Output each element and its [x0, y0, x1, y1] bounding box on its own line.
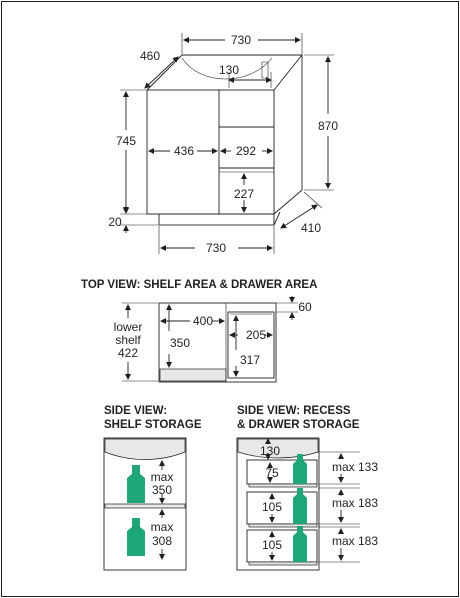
dim-top-60: 60 [298, 300, 312, 314]
front-view: 730 460 130 745 870 436 292 227 [108, 33, 338, 255]
cabinet-side [273, 55, 303, 215]
dim-drawer-1-max: max 133 [332, 460, 378, 474]
lower-max-value: 308 [152, 534, 172, 548]
shelf-board [104, 503, 186, 509]
plinth-side [273, 211, 281, 226]
dim-height-body: 745 [116, 134, 136, 148]
lower-max-label: max [151, 520, 174, 534]
lower-shelf-line2: shelf [115, 333, 141, 347]
side-shelf-title-1: SIDE VIEW: [104, 405, 167, 417]
top-view: TOP VIEW: SHELF AREA & DRAWER AREA 400 6… [81, 279, 317, 383]
plinth [158, 213, 275, 226]
dim-basin: 130 [219, 63, 239, 77]
side-drawer-basin [237, 438, 319, 459]
side-shelf-title-2: SHELF STORAGE [104, 419, 202, 431]
dim-width-bottom: 730 [206, 241, 226, 255]
lower-shelf-value: 422 [118, 346, 138, 360]
bottle-drawer-1 [293, 454, 307, 484]
upper-max-label: max [151, 470, 174, 484]
bottle-upper [127, 465, 145, 503]
side-drawer-title-1: SIDE VIEW: RECESS [237, 405, 351, 417]
basin-outline [181, 57, 273, 80]
dim-drawer-height: 227 [234, 187, 254, 201]
bottle-drawer-2 [293, 488, 307, 524]
top-view-outline [158, 302, 277, 383]
dim-depth: 460 [140, 49, 160, 63]
side-drawer-view: SIDE VIEW: RECESS & DRAWER STORAGE 130 7… [236, 405, 378, 571]
side-shelf-outline [103, 437, 187, 571]
dim-plinth: 20 [108, 215, 122, 229]
dim-drawer-2-inner: 105 [262, 500, 282, 514]
dim-drawer-2-max: max 183 [332, 496, 378, 510]
dim-top-drawer-width: 205 [246, 328, 266, 342]
dim-top-shelf-width: 400 [193, 314, 213, 328]
side-shelf-view: SIDE VIEW: SHELF STORAGE max 350 max 308 [103, 405, 202, 571]
dim-height-total: 870 [318, 119, 338, 133]
dim-drawer-3-inner: 105 [262, 538, 282, 552]
bottle-drawer-3 [293, 526, 307, 562]
drawer-area [227, 311, 275, 379]
dim-drawer-1-inner: 75 [265, 466, 279, 480]
dim-shelf-width: 436 [174, 144, 194, 158]
top-view-front-strip [159, 368, 227, 382]
tap-icon [261, 61, 269, 79]
side-drawer-title-2: & DRAWER STORAGE [237, 419, 360, 431]
upper-max-value: 350 [152, 483, 172, 497]
dim-top-drawer-depth: 317 [240, 353, 260, 367]
dim-plinth-depth: 410 [301, 221, 321, 235]
dim-width-top: 730 [231, 33, 251, 47]
top-view-title: TOP VIEW: SHELF AREA & DRAWER AREA [81, 279, 317, 291]
dim-top-shelf-depth: 350 [170, 336, 190, 350]
side-shelf-basin [104, 438, 186, 460]
side-drawer-outline [236, 437, 320, 571]
dim-recess: 130 [260, 444, 280, 458]
bottle-lower [127, 518, 145, 556]
dim-drawer-3-max: max 183 [332, 534, 378, 548]
lower-shelf-line1: lower [114, 320, 143, 334]
dim-drawer-width: 292 [236, 144, 256, 158]
